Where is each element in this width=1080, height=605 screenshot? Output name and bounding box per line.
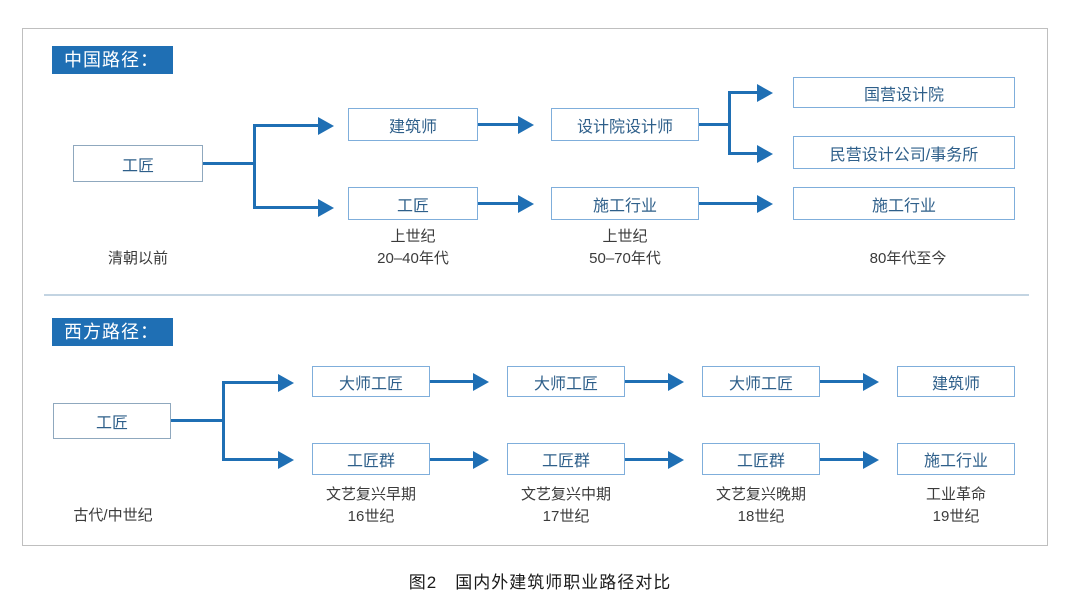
connector-west-bot-3-4 bbox=[820, 458, 868, 461]
timeline-west-1: 文艺复兴早期 16世纪 bbox=[325, 486, 416, 525]
node-china-architect[interactable]: 建筑师 bbox=[348, 108, 478, 141]
arrow-west-upper-branch bbox=[278, 374, 294, 392]
figure-caption: 图2 国内外建筑师职业路径对比 bbox=[408, 573, 672, 592]
connector-west-top-1-2 bbox=[430, 380, 478, 383]
arrow-west-bot-3-4 bbox=[863, 451, 879, 469]
arrow-west-bot-1-2 bbox=[473, 451, 489, 469]
node-west-architect[interactable]: 建筑师 bbox=[897, 366, 1015, 397]
arrow-china-lower-branch bbox=[318, 199, 334, 217]
node-west-craft-group-2[interactable]: 工匠群 bbox=[507, 443, 625, 475]
node-west-master-2[interactable]: 大师工匠 bbox=[507, 366, 625, 397]
node-west-root[interactable]: 工匠 bbox=[53, 403, 171, 439]
arrow-west-bot-2-3 bbox=[668, 451, 684, 469]
node-west-craft-group-1[interactable]: 工匠群 bbox=[312, 443, 430, 475]
node-china-institute-designer[interactable]: 设计院设计师 bbox=[551, 108, 699, 141]
node-china-construction-2[interactable]: 施工行业 bbox=[793, 187, 1015, 220]
timeline-china-2: 上世纪 50–70年代 bbox=[589, 228, 661, 267]
node-west-master-3[interactable]: 大师工匠 bbox=[702, 366, 820, 397]
node-west-craft-group-3[interactable]: 工匠群 bbox=[702, 443, 820, 475]
connector-china-fork-lower bbox=[728, 152, 761, 155]
connector-west-bot-2-3 bbox=[625, 458, 673, 461]
arrow-west-top-1-2 bbox=[473, 373, 489, 391]
connector-china-fork-stem bbox=[699, 123, 731, 126]
node-china-private-design-firm[interactable]: 民营设计公司/事务所 bbox=[793, 136, 1015, 169]
node-china-construction-1[interactable]: 施工行业 bbox=[551, 187, 699, 220]
section-badge-china: 中国路径： bbox=[52, 46, 173, 74]
arrow-china-upper-branch bbox=[318, 117, 334, 135]
connector-china-root-split bbox=[253, 124, 256, 209]
arrow-china-bot-2-3 bbox=[757, 195, 773, 213]
connector-west-top-2-3 bbox=[625, 380, 673, 383]
connector-china-bot-2-3 bbox=[699, 202, 761, 205]
arrow-china-bot-1-2 bbox=[518, 195, 534, 213]
arrow-china-fork-upper bbox=[757, 84, 773, 102]
timeline-west-0: 古代/中世纪 bbox=[73, 507, 153, 524]
connector-china-root-trunk bbox=[203, 162, 256, 165]
node-china-state-design-institute[interactable]: 国营设计院 bbox=[793, 77, 1015, 108]
connector-west-top-3-4 bbox=[820, 380, 868, 383]
section-divider bbox=[44, 294, 1029, 296]
connector-west-root-trunk bbox=[171, 419, 225, 422]
connector-china-upper-branch bbox=[253, 124, 323, 127]
connector-china-lower-branch bbox=[253, 206, 323, 209]
timeline-china-1: 上世纪 20–40年代 bbox=[377, 228, 449, 267]
connector-west-upper-branch bbox=[222, 381, 282, 384]
connector-west-root-split bbox=[222, 381, 225, 461]
timeline-west-3: 文艺复兴晚期 18世纪 bbox=[715, 486, 806, 525]
arrow-west-top-3-4 bbox=[863, 373, 879, 391]
connector-west-bot-1-2 bbox=[430, 458, 478, 461]
connector-china-fork-upper bbox=[728, 91, 761, 94]
timeline-china-0: 清朝以前 bbox=[107, 250, 168, 267]
arrow-china-fork-lower bbox=[757, 145, 773, 163]
connector-china-top-1-2 bbox=[478, 123, 523, 126]
node-china-root[interactable]: 工匠 bbox=[73, 145, 203, 182]
node-west-construction[interactable]: 施工行业 bbox=[897, 443, 1015, 475]
arrow-west-lower-branch bbox=[278, 451, 294, 469]
timeline-west-2: 文艺复兴中期 17世纪 bbox=[520, 486, 611, 525]
node-china-craftsman-2[interactable]: 工匠 bbox=[348, 187, 478, 220]
arrow-china-top-1-2 bbox=[518, 116, 534, 134]
arrow-west-top-2-3 bbox=[668, 373, 684, 391]
connector-west-lower-branch bbox=[222, 458, 282, 461]
timeline-west-4: 工业革命 19世纪 bbox=[925, 486, 986, 525]
node-west-master-1[interactable]: 大师工匠 bbox=[312, 366, 430, 397]
connector-china-fork-vertical bbox=[728, 91, 731, 155]
section-badge-west: 西方路径： bbox=[52, 318, 173, 346]
timeline-china-3: 80年代至今 bbox=[869, 250, 947, 267]
connector-china-bot-1-2 bbox=[478, 202, 523, 205]
